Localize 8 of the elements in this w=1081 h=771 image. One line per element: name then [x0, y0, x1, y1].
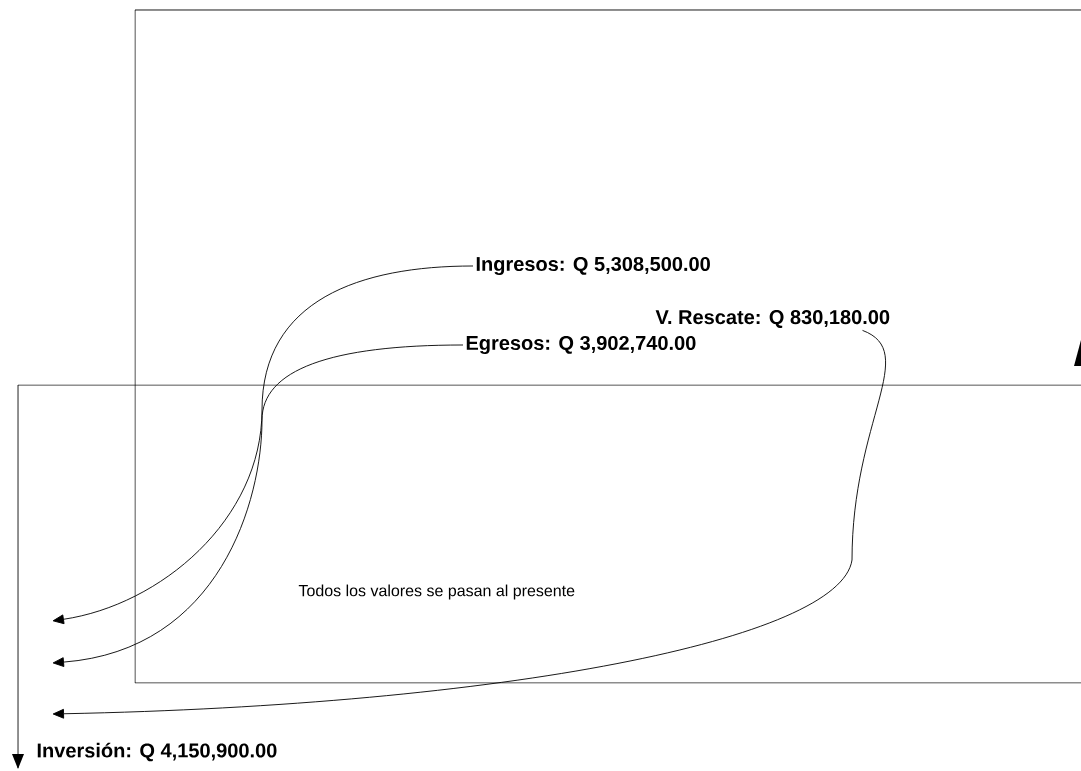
curved-arrow [52, 329, 886, 719]
note-text: Inversión: Q 4,150,900.00 [37, 742, 277, 762]
value-label: Egresos: Q 3,902,740.00 [466, 335, 696, 355]
note-text: Todos los valores se pasan al presente [298, 584, 575, 600]
value-label: V. Rescate: Q 830,180.00 [655, 310, 890, 328]
curved-arrow [52, 344, 464, 667]
curved-arrow [52, 265, 474, 625]
value-label: Ingresos: Q 5,308,500.00 [476, 256, 710, 276]
